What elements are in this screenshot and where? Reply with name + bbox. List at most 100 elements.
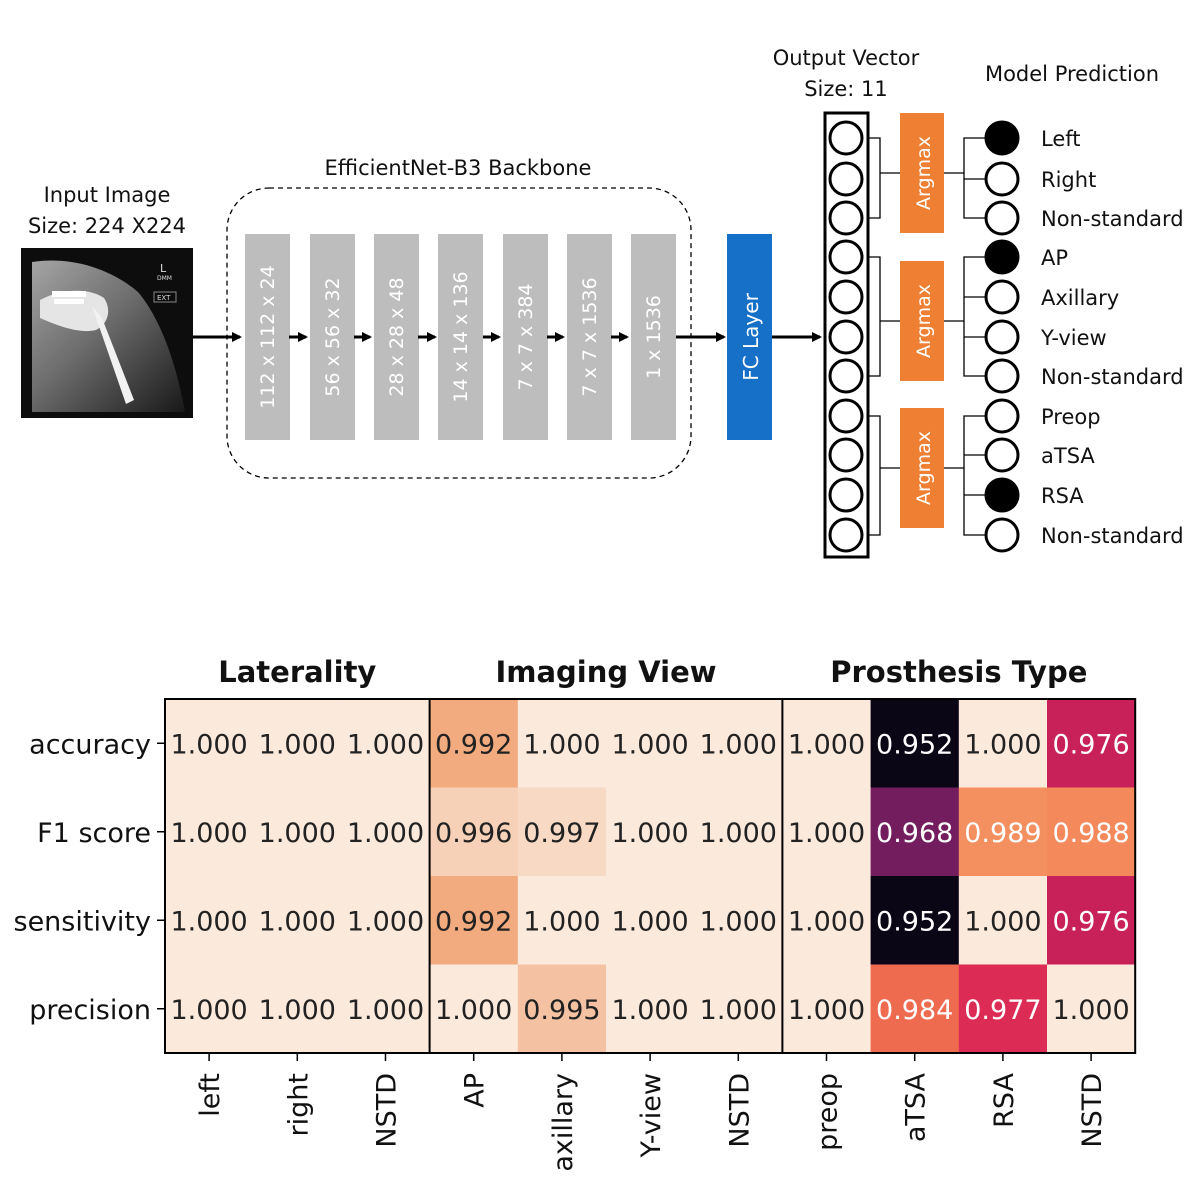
heatmap-cell — [782, 699, 872, 789]
heatmap-value: 0.952 — [876, 906, 953, 937]
heatmap-value: 1.000 — [259, 995, 336, 1026]
heatmap-value: 1.000 — [788, 818, 865, 849]
heatmap-value: 1.000 — [788, 906, 865, 937]
backbone-layer-6 — [567, 234, 612, 440]
heatmap-cell — [870, 699, 960, 789]
heatmap-cell — [870, 787, 960, 877]
heatmap-cell — [694, 699, 783, 789]
heatmap-cell — [870, 964, 960, 1054]
heatmap-value: 1.000 — [700, 818, 777, 849]
heatmap-cell — [606, 964, 695, 1054]
heatmap-cell — [341, 787, 431, 877]
prediction-label: Non-standard — [1041, 365, 1184, 389]
heatmap-value: 0.984 — [876, 995, 953, 1026]
heatmap-cell — [958, 964, 1048, 1054]
backbone-layer-4 — [438, 234, 483, 440]
column-label: axillary — [548, 1073, 579, 1172]
heatmap-cell — [253, 787, 342, 877]
bracket-left — [868, 256, 881, 377]
heatmap-value: 0.977 — [964, 995, 1041, 1026]
prediction-label: Y-view — [1040, 326, 1107, 350]
bracket-right — [963, 256, 986, 377]
heatmap-value: 1.000 — [347, 818, 424, 849]
heatmap-cell — [429, 699, 519, 789]
heatmap-value: 0.996 — [435, 818, 512, 849]
backbone-layer-label: 1 x 1536 — [643, 295, 665, 379]
output-node — [828, 120, 864, 156]
heatmap-value: 1.000 — [170, 995, 247, 1026]
fc-layer-label: FC Layer — [739, 292, 763, 380]
bracket-left — [868, 137, 881, 219]
heatmap-cell — [517, 964, 607, 1054]
heatmap-value: 1.000 — [700, 995, 777, 1026]
heatmap-value: 0.952 — [876, 729, 953, 760]
argmax-box-view — [900, 261, 944, 381]
heatmap-value: 1.000 — [1052, 995, 1129, 1026]
heatmap-cell — [517, 699, 607, 789]
heatmap-cell — [958, 787, 1048, 877]
heatmap-value: 1.000 — [259, 818, 336, 849]
heatmap-cell — [253, 964, 342, 1054]
heatmap-value: 0.968 — [876, 818, 953, 849]
heatmap-value: 1.000 — [964, 906, 1041, 937]
heatmap-value: 1.000 — [700, 906, 777, 937]
prediction-node-selected — [984, 120, 1020, 156]
backbone-layer-label: 7 x 7 x 384 — [515, 283, 537, 390]
heatmap-cell — [429, 964, 519, 1054]
column-label: Y-view — [636, 1073, 667, 1158]
heatmap-value: 1.000 — [611, 818, 688, 849]
prediction-label: Left — [1041, 127, 1081, 151]
prediction-node-selected — [984, 477, 1020, 513]
heatmap-cell — [694, 876, 783, 966]
column-label: left — [195, 1073, 226, 1117]
output-nodes — [828, 120, 864, 553]
heatmap-cell — [606, 699, 695, 789]
output-node — [828, 239, 864, 275]
bracket-right — [963, 137, 986, 219]
prediction-node — [984, 437, 1020, 473]
bracket-right — [963, 415, 986, 536]
heatmap-value: 1.000 — [788, 995, 865, 1026]
prediction-title: Model Prediction — [985, 62, 1159, 86]
group-title: Laterality — [218, 655, 376, 689]
fc-layer-box — [727, 234, 772, 440]
heatmap-cell — [958, 876, 1048, 966]
column-label: aTSA — [901, 1072, 932, 1142]
heatmap-cell — [341, 876, 431, 966]
heatmap-cell — [1047, 964, 1136, 1054]
prediction-label: AP — [1041, 246, 1068, 270]
heatmap-value: 1.000 — [347, 995, 424, 1026]
output-node — [828, 279, 864, 315]
heatmap-value: 1.000 — [347, 729, 424, 760]
heatmap-cell — [165, 699, 254, 789]
prediction-label: Axillary — [1041, 286, 1119, 310]
heatmap-value: 0.989 — [964, 818, 1041, 849]
argmax-box-laterality — [900, 113, 944, 233]
heatmap-cell — [782, 876, 872, 966]
heatmap-value: 1.000 — [611, 729, 688, 760]
prediction-node-selected — [984, 239, 1020, 275]
heatmap-value: 1.000 — [170, 729, 247, 760]
prediction-label: RSA — [1041, 484, 1084, 508]
prediction-node — [984, 161, 1020, 197]
prediction-node — [984, 517, 1020, 553]
heatmap-cell — [165, 876, 254, 966]
heatmap-value: 0.992 — [435, 729, 512, 760]
backbone-layer-2 — [310, 234, 355, 440]
heatmap-value: 1.000 — [788, 729, 865, 760]
output-node — [828, 358, 864, 394]
argmax-label-laterality: Argmax — [913, 136, 935, 210]
heatmap-value: 0.995 — [523, 995, 600, 1026]
heatmap-cell — [694, 787, 783, 877]
output-node — [828, 161, 864, 197]
heatmap-value: 1.000 — [170, 906, 247, 937]
heatmap-value: 1.000 — [611, 906, 688, 937]
group-title: Imaging View — [495, 655, 716, 689]
heatmap-value: 0.997 — [523, 818, 600, 849]
output-vector-size: Size: 11 — [804, 77, 888, 101]
backbone-layer-label: 7 x 7 x 1536 — [579, 277, 601, 396]
input-title: Input Image — [44, 183, 171, 207]
heatmap-cell — [1047, 876, 1136, 966]
column-label: RSA — [989, 1072, 1020, 1127]
